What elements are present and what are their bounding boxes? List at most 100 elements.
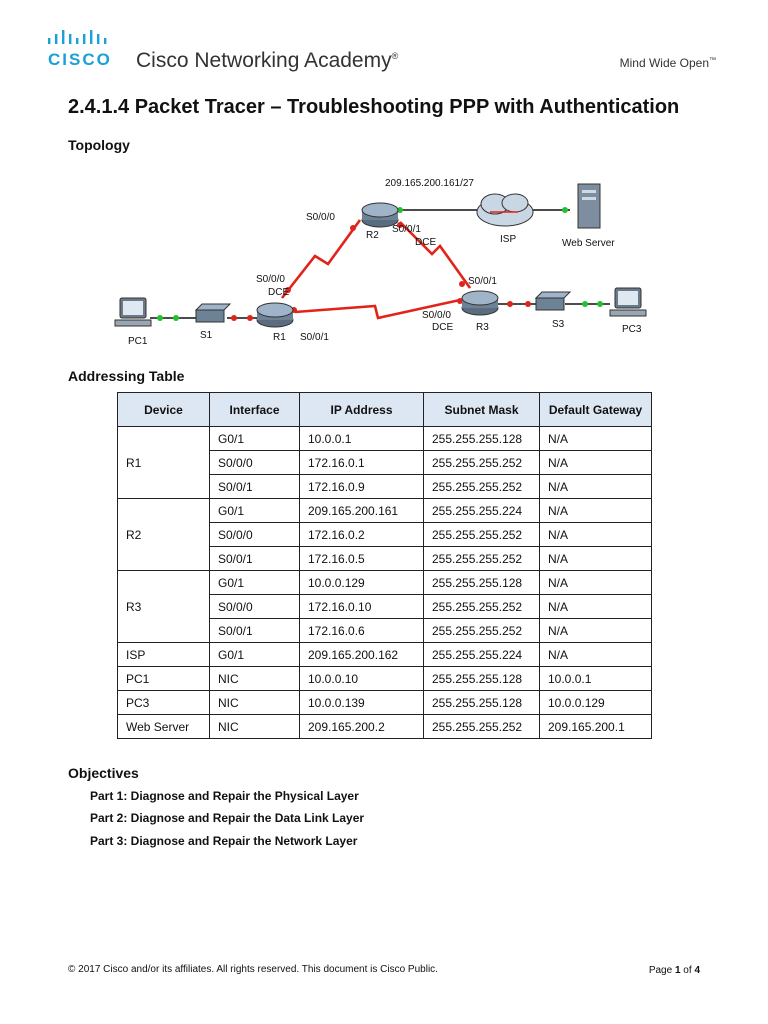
label-r2: R2 bbox=[366, 230, 379, 241]
cisco-wordmark: CISCO bbox=[48, 50, 112, 69]
r2-router-icon bbox=[361, 202, 399, 228]
table-cell: 255.255.255.252 bbox=[423, 618, 540, 643]
page-current: 1 bbox=[674, 965, 681, 976]
table-cell: 255.255.255.128 bbox=[423, 570, 540, 595]
link-dot bbox=[397, 207, 403, 213]
link-dot bbox=[457, 298, 463, 304]
table-cell: 172.16.0.5 bbox=[299, 546, 424, 571]
label-pc1: PC1 bbox=[128, 336, 148, 347]
table-cell: 172.16.0.6 bbox=[299, 618, 424, 643]
label-r1-s000: S0/0/0 bbox=[256, 274, 285, 285]
r3-router-icon bbox=[461, 290, 499, 316]
link-dot bbox=[173, 315, 179, 321]
column-header: Subnet Mask bbox=[423, 392, 540, 427]
objectives-heading: Objectives bbox=[68, 765, 139, 781]
table-row: PC3 NIC 10.0.0.139 255.255.255.128 10.0.… bbox=[117, 690, 652, 715]
table-row: Web Server NIC 209.165.200.2 255.255.255… bbox=[117, 714, 652, 739]
table-cell: S0/0/1 bbox=[209, 546, 300, 571]
table-cell: 255.255.255.252 bbox=[423, 546, 540, 571]
link-dot bbox=[582, 301, 588, 307]
link-dot bbox=[597, 301, 603, 307]
table-cell: NIC bbox=[209, 714, 300, 739]
device-cell: R2 bbox=[117, 498, 210, 571]
table-cell: G0/1 bbox=[209, 498, 300, 523]
table-cell: S0/0/1 bbox=[209, 618, 300, 643]
table-cell: 10.0.0.139 bbox=[299, 690, 424, 715]
table-cell: 255.255.255.252 bbox=[423, 714, 540, 739]
academy-text: Cisco Networking Academy bbox=[136, 49, 392, 72]
page-number: Page 1 of 4 bbox=[649, 965, 700, 976]
serial-link-r2-r3 bbox=[399, 221, 472, 289]
device-cell: R1 bbox=[117, 426, 210, 499]
table-cell: 255.255.255.252 bbox=[423, 522, 540, 547]
table-cell: S0/0/0 bbox=[209, 594, 300, 619]
column-header: IP Address bbox=[299, 392, 424, 427]
column-header: Interface bbox=[209, 392, 300, 427]
table-cell: S0/0/1 bbox=[209, 474, 300, 499]
addressing-heading: Addressing Table bbox=[68, 368, 185, 384]
label-isp: ISP bbox=[500, 234, 516, 245]
label-r1-s001: S0/0/1 bbox=[300, 332, 329, 343]
label-r1-dce: DCE bbox=[268, 287, 289, 298]
link-dot bbox=[350, 225, 356, 231]
label-r3: R3 bbox=[476, 322, 489, 333]
label-r1: R1 bbox=[273, 332, 286, 343]
link-dot bbox=[247, 315, 253, 321]
link-status-dots bbox=[157, 207, 603, 321]
device-cell: Web Server bbox=[117, 714, 210, 739]
table-header-row: Device Interface IP Address Subnet Mask … bbox=[117, 392, 652, 427]
table-cell: 255.255.255.252 bbox=[423, 474, 540, 499]
copyright-notice: © 2017 Cisco and/or its affiliates. All … bbox=[68, 964, 438, 975]
serial-links bbox=[280, 219, 472, 320]
label-r2-dce: DCE bbox=[415, 237, 436, 248]
table-cell: 255.255.255.252 bbox=[423, 594, 540, 619]
table-cell: N/A bbox=[539, 546, 652, 571]
label-r2-s001: S0/0/1 bbox=[392, 224, 421, 235]
table-row: R1 G0/1 10.0.0.1 255.255.255.128 N/A bbox=[117, 426, 652, 499]
label-r2-s000: S0/0/0 bbox=[306, 212, 335, 223]
table-cell: 209.165.200.162 bbox=[299, 642, 424, 667]
link-dot bbox=[562, 207, 568, 213]
label-r3-s001: S0/0/1 bbox=[468, 276, 497, 287]
table-cell: 255.255.255.128 bbox=[423, 426, 540, 451]
registered-mark: ® bbox=[391, 51, 399, 61]
table-cell: N/A bbox=[539, 426, 652, 451]
table-cell: N/A bbox=[539, 594, 652, 619]
s1-switch-icon bbox=[194, 303, 232, 323]
tagline: Mind Wide Open™ bbox=[620, 56, 716, 70]
pc1-icon bbox=[114, 297, 152, 327]
page-header: CISCO Cisco Networking Academy® Mind Wid… bbox=[0, 0, 768, 88]
label-r3-dce: DCE bbox=[432, 322, 453, 333]
table-cell: G0/1 bbox=[209, 426, 300, 451]
serial-link-r1-r2 bbox=[280, 219, 362, 299]
table-cell: 209.165.200.1 bbox=[539, 714, 652, 739]
device-cell: PC1 bbox=[117, 666, 210, 691]
academy-name: Cisco Networking Academy® bbox=[136, 49, 398, 73]
table-cell: 255.255.255.252 bbox=[423, 450, 540, 475]
table-cell: 209.165.200.2 bbox=[299, 714, 424, 739]
r1-router-icon bbox=[256, 302, 294, 328]
table-cell: N/A bbox=[539, 522, 652, 547]
table-cell: 255.255.255.128 bbox=[423, 690, 540, 715]
table-row: PC1 NIC 10.0.0.10 255.255.255.128 10.0.0… bbox=[117, 666, 652, 691]
table-cell: 172.16.0.1 bbox=[299, 450, 424, 475]
topology-heading: Topology bbox=[68, 137, 130, 153]
link-dot bbox=[285, 287, 291, 293]
table-cell: 10.0.0.129 bbox=[299, 570, 424, 595]
s3-switch-icon bbox=[534, 291, 572, 311]
table-row: R2 G0/1 209.165.200.161 255.255.255.224 … bbox=[117, 498, 652, 571]
device-cell: ISP bbox=[117, 642, 210, 667]
table-cell: 209.165.200.161 bbox=[299, 498, 424, 523]
objective-item: Part 3: Diagnose and Repair the Network … bbox=[90, 834, 358, 848]
link-dot bbox=[507, 301, 513, 307]
table-cell: NIC bbox=[209, 690, 300, 715]
label-pc3: PC3 bbox=[622, 324, 642, 335]
table-cell: N/A bbox=[539, 498, 652, 523]
page-of: of bbox=[680, 965, 695, 976]
label-s3: S3 bbox=[552, 319, 565, 330]
table-cell: 10.0.0.1 bbox=[299, 426, 424, 451]
cisco-logo-icon bbox=[48, 30, 107, 44]
pc3-icon bbox=[609, 287, 647, 317]
table-row: ISP G0/1 209.165.200.162 255.255.255.224… bbox=[117, 642, 652, 667]
link-dot bbox=[525, 301, 531, 307]
